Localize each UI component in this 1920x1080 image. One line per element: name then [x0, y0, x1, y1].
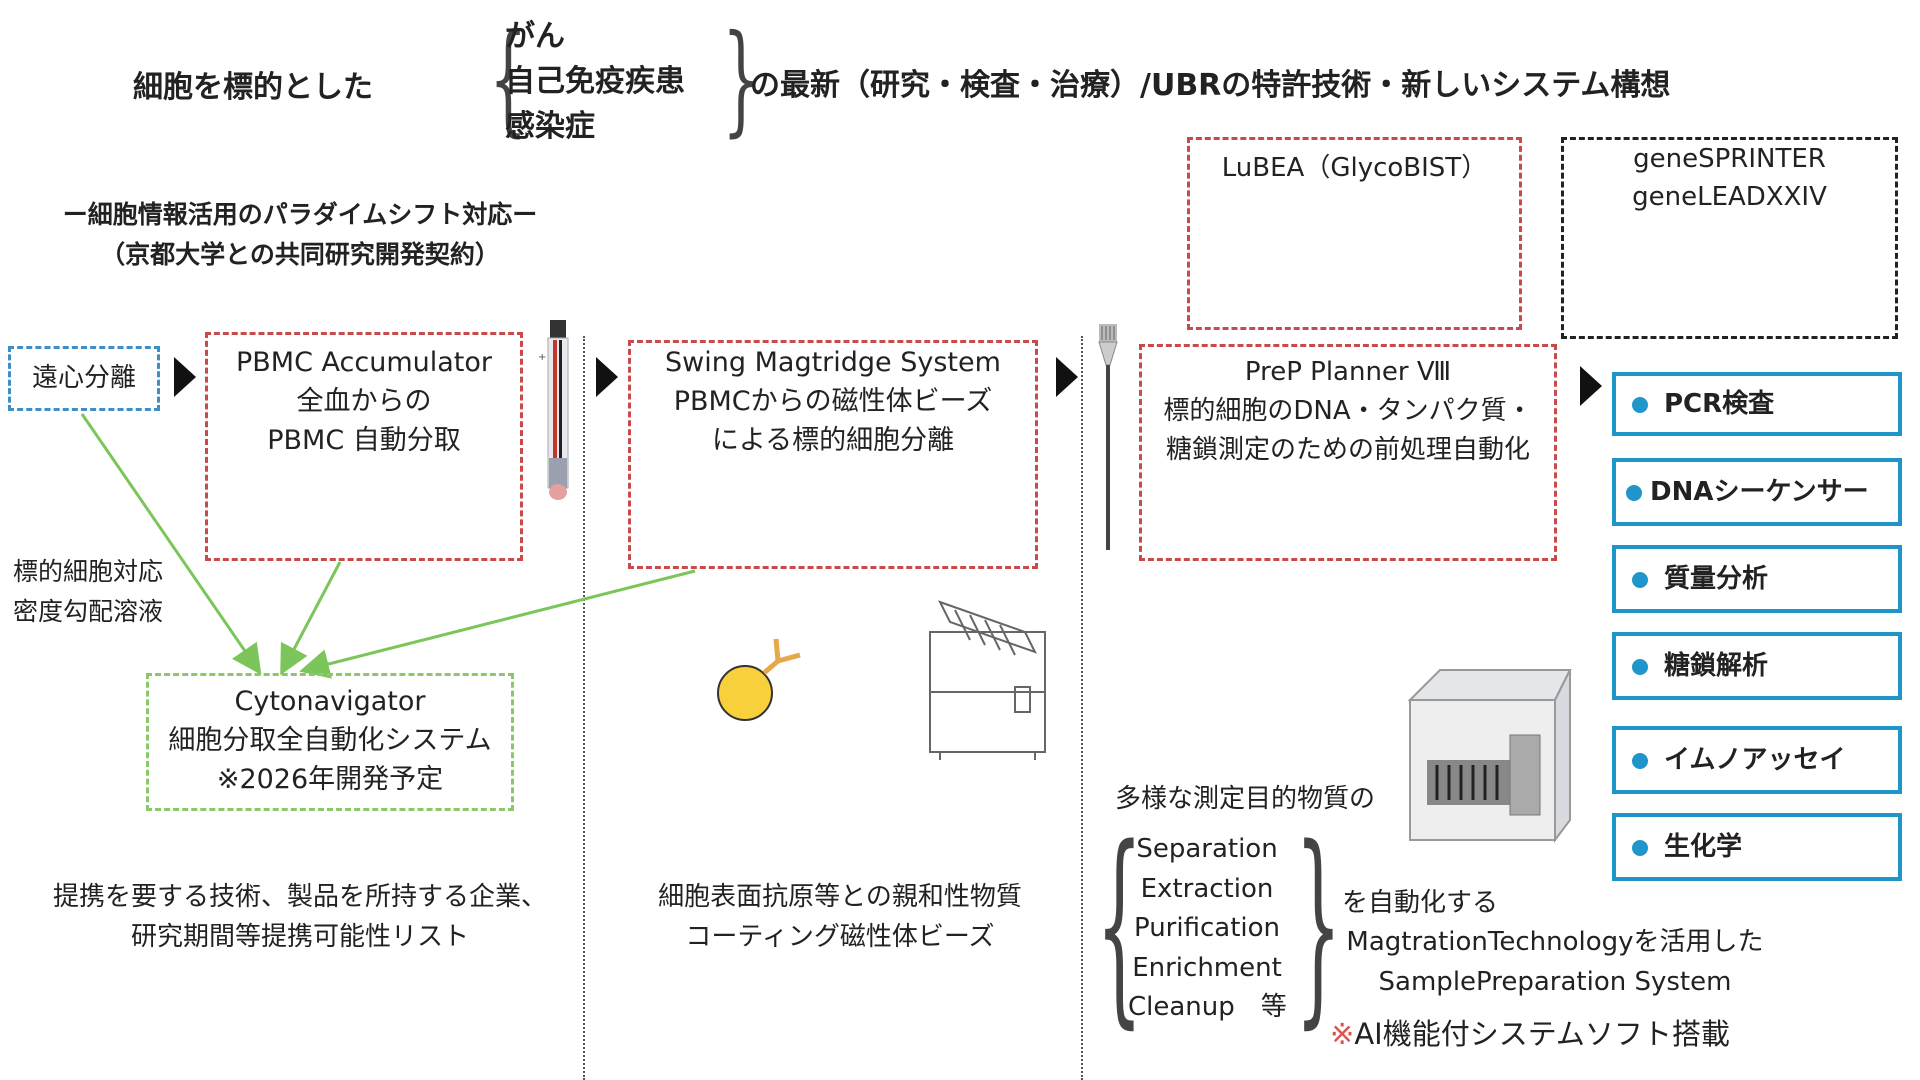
centrifuge-label: 遠心分離 [31, 363, 136, 393]
gene-box: geneSPRINTER geneLEADXXIV [1561, 137, 1898, 339]
bullet-icon [1632, 839, 1648, 856]
disease-cancer: がん [505, 19, 565, 54]
prep-line2: 標的細胞のDNA・タンパク質・ [1163, 396, 1533, 426]
header-suffix: の最新（研究・検査・治療）/UBRの特許技術・新しいシステム構想 [750, 68, 1671, 103]
lubea-box: LuBEA（GlycoBIST） [1187, 137, 1522, 330]
swing-magtridge-device-icon [929, 600, 1046, 760]
result-pcr: PCR検査 [1612, 372, 1902, 436]
separator-right [1081, 336, 1083, 1080]
arrow-right-2 [596, 357, 618, 397]
arrow-centrifuge-to-cytonavigator [80, 413, 262, 675]
swing-line3: による標的細胞分離 [711, 425, 955, 456]
result-label: 生化学 [1664, 832, 1743, 862]
gene-line2: geneLEADXXIV [1632, 182, 1827, 212]
cytonavigator-line3: ※2026年開発予定 [216, 764, 444, 795]
cytonavigator-box: Cytonavigator 細胞分取全自動化システム ※2026年開発予定 [146, 673, 514, 811]
purpose-enrichment: Enrichment [1132, 952, 1282, 983]
footer-left-text: 提携を要する技術、製品を所持する企業、 研究期間等提携可能性リスト [20, 877, 580, 957]
bullet-icon [1632, 396, 1648, 413]
pbmc-title: PBMC Accumulator [236, 347, 492, 378]
separator-left [583, 336, 585, 1080]
density-label: 標的細胞対応 密度勾配溶液 [13, 552, 163, 632]
bullet-icon [1632, 571, 1648, 588]
disease-autoimmune: 自己免疫疾患 [505, 64, 685, 99]
cytonavigator-title: Cytonavigator [234, 686, 426, 717]
ai-note: ※AI機能付システムソフト搭載 [1330, 1011, 1730, 1053]
swing-magtridge-box: Swing Magtridge System PBMCからの磁性体ビーズ による… [628, 340, 1038, 569]
ai-text: AI機能付システムソフト搭載 [1354, 1017, 1730, 1051]
result-mass-spec: 質量分析 [1612, 545, 1902, 613]
cytonavigator-line2: 細胞分取全自動化システム [168, 725, 492, 756]
result-biochem: 生化学 [1612, 813, 1902, 881]
centrifuge-box: 遠心分離 [8, 346, 160, 411]
purpose-purification: Purification [1133, 913, 1281, 943]
gene-line1: geneSPRINTER [1633, 144, 1826, 174]
footer-mid-line1: 細胞表面抗原等との親和性物質 [658, 882, 1022, 912]
bullet-icon [1632, 658, 1648, 675]
header-left-brace: { [489, 10, 528, 149]
purpose-separation: Separation [1136, 834, 1278, 864]
density-line2: 密度勾配溶液 [13, 597, 164, 626]
density-line1: 標的細胞対応 [13, 557, 164, 586]
footer-mid-line2: コーティング磁性体ビーズ [685, 922, 995, 952]
subtitle-line1: ー細胞情報活用のパラダイムシフト対応ー [62, 200, 538, 229]
result-immunoassay: イムノアッセイ [1612, 726, 1902, 794]
swing-line2: PBMCからの磁性体ビーズ [673, 386, 993, 417]
swing-title: Swing Magtridge System [665, 347, 1001, 378]
purposes-system: SamplePreparation System [1378, 967, 1732, 997]
header-diseases: がん 自己免疫疾患 感染症 [505, 14, 685, 149]
purpose-cleanup: Cleanup 等 [1128, 992, 1287, 1022]
purposes-list: Separation Extraction Purification Enric… [1122, 830, 1292, 1028]
result-dna-sequencer: DNAシーケンサー [1612, 458, 1902, 526]
arrow-right-1 [174, 357, 196, 397]
result-label: PCR検査 [1664, 389, 1775, 419]
arrow-right-4 [1580, 366, 1602, 406]
prep-line3: 糖鎖測定のための前処理自動化 [1165, 435, 1530, 465]
pbmc-line3: PBMC 自動分取 [267, 425, 461, 456]
bullet-icon [1626, 484, 1642, 501]
pbmc-accumulator-box: PBMC Accumulator 全血からの PBMC 自動分取 [205, 332, 523, 561]
subtitle-line2: （京都大学との共同研究開発契約） [100, 240, 500, 269]
svg-text:+: + [538, 352, 546, 363]
result-label: 糖鎖解析 [1664, 651, 1769, 681]
pipette-tip-icon [1098, 324, 1118, 550]
magnetic-bead-antibody-icon [717, 638, 801, 721]
purposes-tech-block: MagtrationTechnologyを活用した SamplePreparat… [1325, 922, 1785, 1002]
ai-mark: ※ [1330, 1017, 1355, 1051]
purposes-right-brace: } [1295, 802, 1342, 1047]
footer-left-line2: 研究期間等提携可能性リスト [130, 922, 469, 952]
prep-planner-device-icon [1407, 669, 1572, 843]
purposes-intro: 多様な測定目的物質の [1115, 784, 1376, 814]
purposes-automate: を自動化する [1342, 888, 1499, 918]
arrow-swing-to-cytonavigator [299, 569, 696, 679]
result-label: イムノアッセイ [1664, 745, 1846, 775]
footer-mid-text: 細胞表面抗原等との親和性物質 コーティング磁性体ビーズ [620, 877, 1060, 957]
prep-title: PreP Planner Ⅷ [1244, 357, 1452, 387]
blood-tube-icon: + [538, 320, 569, 500]
arrow-right-3 [1056, 357, 1078, 397]
subtitle: ー細胞情報活用のパラダイムシフト対応ー （京都大学との共同研究開発契約） [20, 195, 580, 275]
disease-infection: 感染症 [505, 109, 595, 144]
footer-left-line1: 提携を要する技術、製品を所持する企業、 [52, 882, 547, 912]
bullet-icon [1632, 752, 1648, 769]
header-right-brace: } [722, 10, 761, 149]
purposes-left-brace: { [1096, 802, 1143, 1047]
prep-planner-box: PreP Planner Ⅷ 標的細胞のDNA・タンパク質・ 糖鎖測定のための前… [1139, 344, 1557, 561]
lubea-label: LuBEA（GlycoBIST） [1221, 153, 1488, 183]
header-prefix: 細胞を標的とした [133, 70, 373, 105]
pbmc-line2: 全血からの [296, 386, 432, 417]
purpose-extraction: Extraction [1140, 873, 1274, 904]
result-glycan: 糖鎖解析 [1612, 632, 1902, 700]
result-label: DNAシーケンサー [1650, 477, 1869, 507]
arrow-pbmc-to-cytonavigator [280, 561, 342, 676]
purposes-tech: MagtrationTechnologyを活用した [1346, 927, 1764, 957]
result-label: 質量分析 [1664, 564, 1769, 594]
